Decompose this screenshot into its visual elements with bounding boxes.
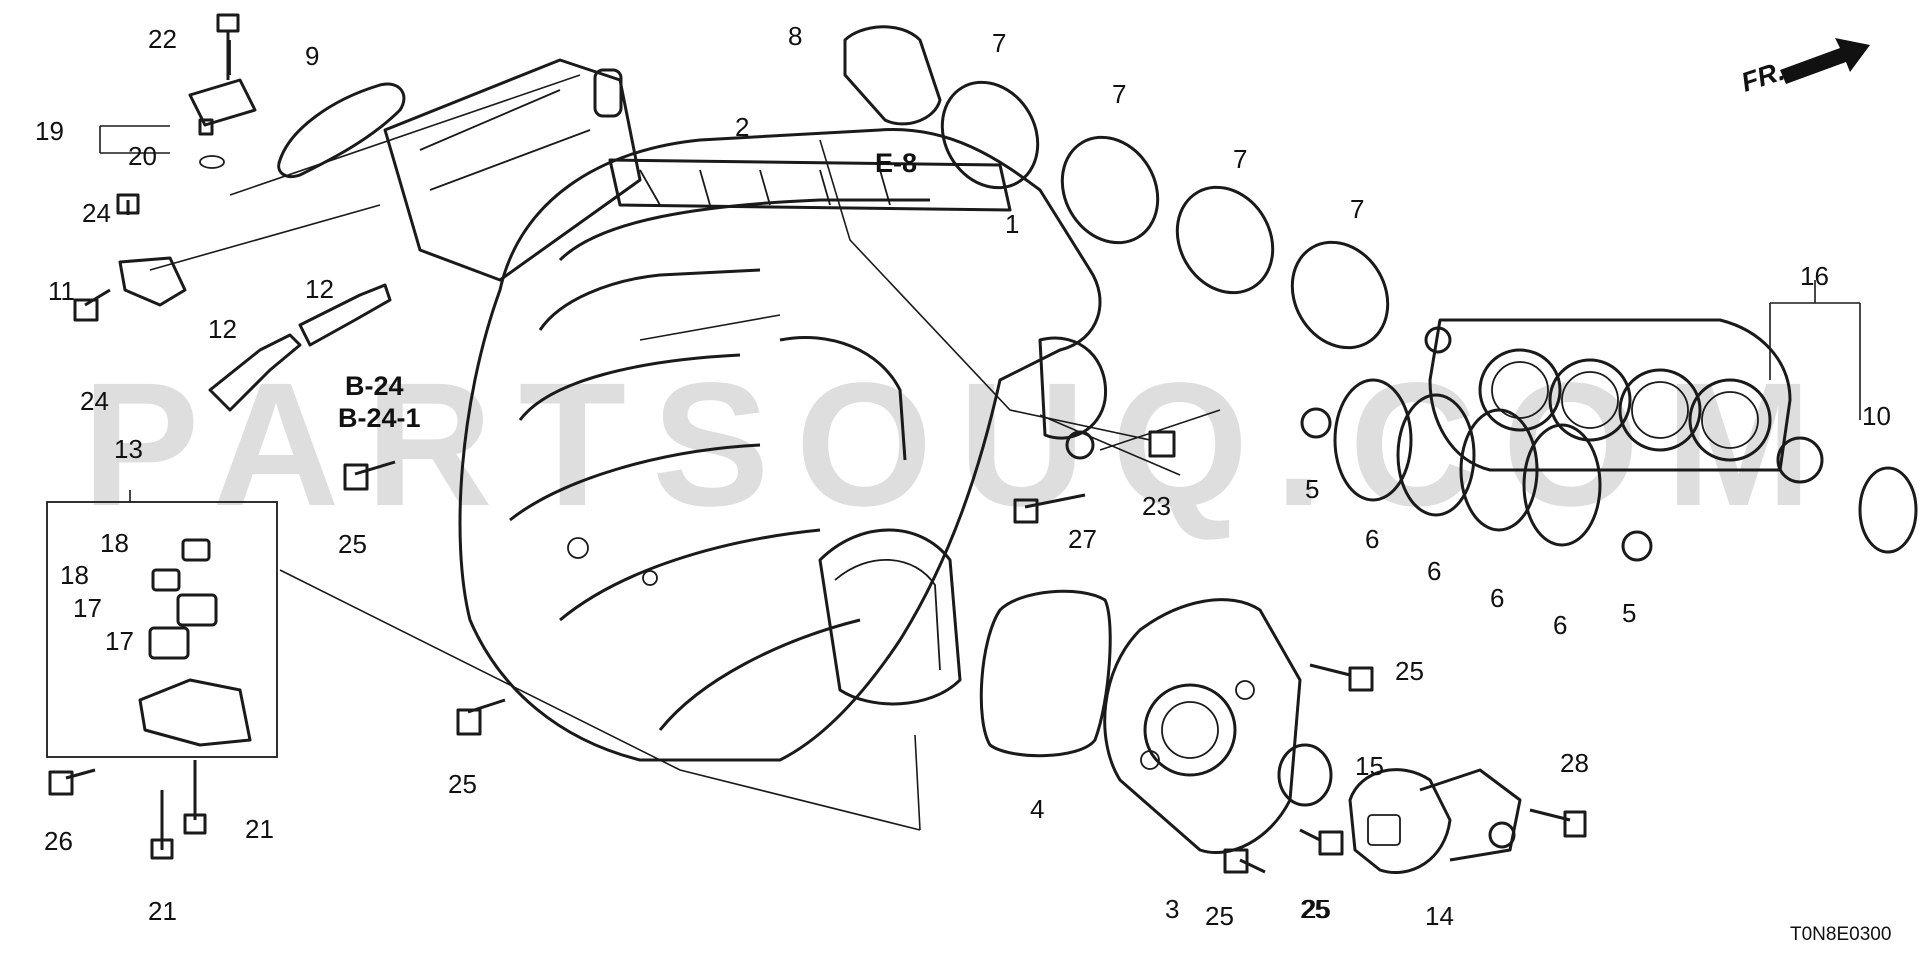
callout-5a: 5 [1305,474,1319,504]
callout-6c: 6 [1490,583,1504,613]
callout-25f: 25 [1300,894,1329,924]
callout-28: 28 [1560,748,1589,778]
collar-18a [151,568,181,592]
ref-e8: E-8 [875,148,917,178]
seal-10 [1858,466,1918,554]
callout-25e: 25 [1205,901,1234,931]
callout-27: 27 [1068,524,1097,554]
bracket-11 [118,256,187,307]
front-label: FR. [1738,56,1789,98]
throttle-body [1103,598,1302,855]
gasket-9 [277,82,406,178]
callout-7a: 7 [992,28,1006,58]
gasket-8 [843,25,942,126]
leader-lines [99,74,1861,831]
grommet-17a [148,626,190,660]
callout-26: 26 [44,826,73,856]
bracket-13-box [46,501,278,758]
callout-10: 10 [1862,401,1891,431]
sensor-19 [188,40,257,169]
callout-20: 20 [128,141,157,171]
seal-5b [1621,530,1653,562]
callout-3: 3 [1165,894,1179,924]
seal-15 [1277,743,1333,807]
front-direction-indicator: FR. [1738,38,1870,98]
callout-14: 14 [1425,901,1454,931]
bracket-12b [298,283,392,347]
callout-23: 23 [1142,491,1171,521]
callout-19: 19 [35,116,64,146]
gasket-4 [979,589,1112,758]
callout-13: 13 [114,434,143,464]
callout-24b: 24 [80,386,109,416]
callout-18a: 18 [100,528,129,558]
callout-5b: 5 [1622,598,1636,628]
diagram-code: T0N8E0300 [1790,924,1891,945]
callout-2: 2 [735,112,749,142]
callout-6a: 6 [1365,524,1379,554]
ref-b24-1: B-24-1 [338,403,421,433]
callout-12b: 12 [305,274,334,304]
sensor-14 [1348,768,1522,875]
callout-8: 8 [788,21,802,51]
watermark: PARTSOUQ.COM [82,347,1838,543]
gaskets-6 [1333,378,1602,547]
callout-22: 22 [148,24,177,54]
front-arrow-icon [1780,38,1870,84]
callout-6d: 6 [1553,610,1567,640]
callout-21b: 21 [148,896,177,926]
callout-17a: 17 [73,593,102,623]
callout-1: 1 [1005,209,1019,239]
bracket-12a [208,333,302,412]
callout-11: 11 [48,276,75,306]
callout-21a: 21 [245,814,274,844]
callout-16: 16 [1800,261,1829,291]
callout-25a: 25 [338,529,367,559]
callout-25c: 25 [1395,656,1424,686]
grommet-17b [176,593,218,627]
callout-7c: 7 [1233,144,1247,174]
gaskets-7 [940,80,1390,350]
callout-9: 9 [305,41,319,71]
callouts: 1 2 3 4 5 5 6 6 6 6 7 7 7 7 8 9 10 11 12… [35,21,1891,931]
callout-15: 15 [1355,751,1384,781]
callout-12a: 12 [208,314,237,344]
collar-18b [181,538,211,562]
callout-18b: 18 [60,560,89,590]
callout-25b: 25 [448,769,477,799]
bolts [48,13,1587,874]
seal-5a [1300,407,1332,439]
callout-25d: 25 [1302,894,1331,924]
callout-6b: 6 [1427,556,1441,586]
callout-17b: 17 [105,626,134,656]
callout-7b: 7 [1112,79,1126,109]
ref-b24: B-24 [345,371,404,401]
intake-manifold [383,58,1108,762]
callout-7d: 7 [1350,194,1364,224]
intake-runner-16 [1424,318,1824,484]
callout-24a: 24 [82,198,111,228]
callout-4: 4 [1030,794,1044,824]
bracket-13 [138,678,252,747]
